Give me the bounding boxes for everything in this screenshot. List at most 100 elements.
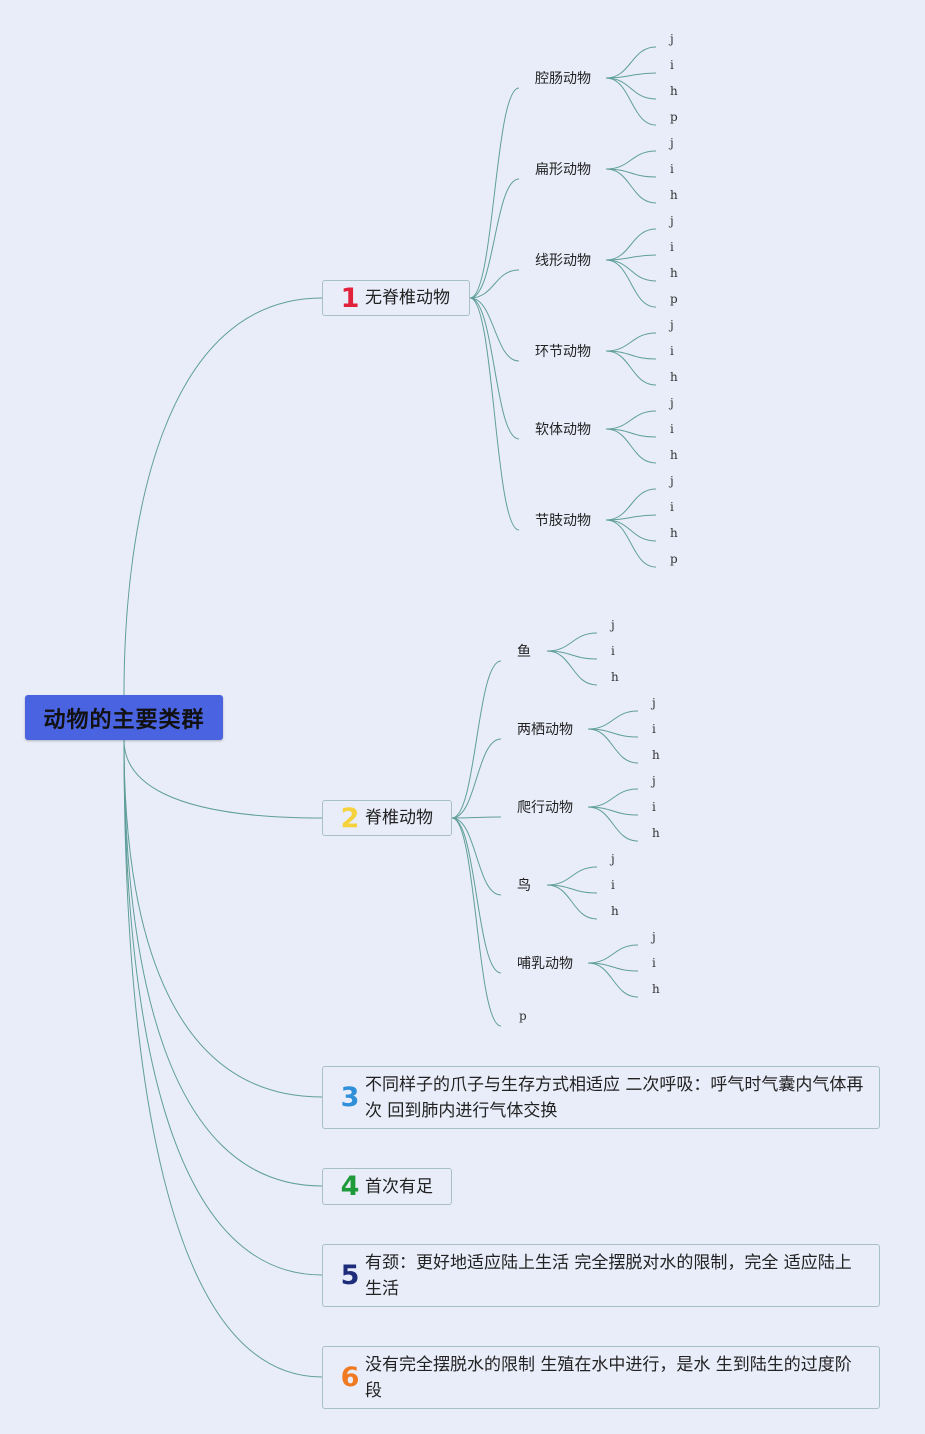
sub-topic-label[interactable]: 扁形动物 xyxy=(535,162,591,178)
sub-topic-label[interactable]: 鸟 xyxy=(517,878,531,894)
leaf-label[interactable]: h xyxy=(670,526,678,540)
link-leaf-1-1-2 xyxy=(605,72,657,79)
sub-topic-label[interactable]: 哺乳动物 xyxy=(517,956,573,972)
branch-text: 首次有足 xyxy=(365,1176,433,1197)
link-root-branch-6 xyxy=(123,739,323,1378)
link-leaf-1-1-4 xyxy=(605,77,657,126)
leaf-label[interactable]: h xyxy=(670,188,678,202)
leaf-label[interactable]: h xyxy=(652,748,660,762)
branch-note-3[interactable]: 3 不同样子的爪子与生存方式相适应 二次呼吸：呼气时气囊内气体再次 回到肺内进行… xyxy=(322,1066,880,1129)
leaf-label[interactable]: j xyxy=(670,214,674,228)
link-leaf-2-2-3 xyxy=(587,728,639,764)
branch-text: 脊椎动物 xyxy=(365,808,433,828)
leaf-label[interactable]: h xyxy=(652,826,660,840)
link-leaf-2-5-1 xyxy=(587,944,639,964)
leaf-label[interactable]: j xyxy=(670,32,674,46)
branch-note-4[interactable]: 4 首次有足 xyxy=(322,1168,452,1205)
link-sub-2-5 xyxy=(451,817,502,974)
link-sub-1-1 xyxy=(469,87,520,299)
leaf-label[interactable]: h xyxy=(611,670,619,684)
link-leaf-1-3-3 xyxy=(605,259,657,282)
branch-number-1: 1 xyxy=(340,282,360,314)
link-leaf-1-4-1 xyxy=(605,332,657,352)
leaf-label[interactable]: j xyxy=(670,396,674,410)
link-sub-2-1 xyxy=(451,660,502,819)
leaf-label[interactable]: p xyxy=(670,552,678,566)
link-sub-1-4 xyxy=(469,297,520,362)
leaf-label[interactable]: i xyxy=(611,878,615,892)
sub-topic-label[interactable]: 爬行动物 xyxy=(517,800,573,816)
link-leaf-2-4-3 xyxy=(546,884,598,920)
leaf-label[interactable]: i xyxy=(670,58,674,72)
branch-text: 有颈：更好地适应陆上生活 完全摆脱对水的限制，完全 适应陆上生活 xyxy=(365,1252,852,1299)
link-sub-2-3 xyxy=(451,816,502,819)
link-leaf-1-1-1 xyxy=(605,46,657,79)
link-leaf-1-5-1 xyxy=(605,410,657,430)
link-root-branch-3 xyxy=(123,739,323,1098)
link-leaf-1-3-1 xyxy=(605,228,657,261)
leaf-label[interactable]: i xyxy=(652,800,656,814)
branch-vertebrates[interactable]: 2 脊椎动物 xyxy=(322,800,452,836)
sub-topic-label[interactable]: 腔肠动物 xyxy=(535,71,591,87)
sub-topic-label[interactable]: 两栖动物 xyxy=(517,722,573,738)
sub-topic-label[interactable]: 线形动物 xyxy=(535,253,591,269)
leaf-label[interactable]: i xyxy=(652,722,656,736)
link-sub-1-6 xyxy=(469,297,520,531)
leaf-label[interactable]: j xyxy=(611,852,615,866)
link-leaf-1-3-4 xyxy=(605,259,657,308)
link-root-branch-5 xyxy=(123,739,323,1276)
leaf-label[interactable]: j xyxy=(670,136,674,150)
branch-note-6[interactable]: 6 没有完全摆脱水的限制 生殖在水中进行，是水 生到陆生的过度阶段 xyxy=(322,1346,880,1409)
leaf-label[interactable]: h xyxy=(670,84,678,98)
link-leaf-2-3-3 xyxy=(587,806,639,842)
leaf-label[interactable]: h xyxy=(670,370,678,384)
link-leaf-2-2-1 xyxy=(587,710,639,730)
leaf-label[interactable]: h xyxy=(670,266,678,280)
branch-invertebrates[interactable]: 1 无脊椎动物 xyxy=(322,280,470,316)
root-title: 动物的主要类群 xyxy=(43,707,205,733)
leaf-label[interactable]: i xyxy=(652,956,656,970)
leaf-label[interactable]: j xyxy=(670,474,674,488)
leaf-label[interactable]: p xyxy=(670,110,678,124)
sub-topic-label[interactable]: 节肢动物 xyxy=(535,513,591,529)
leaf-label[interactable]: i xyxy=(670,240,674,254)
link-leaf-2-1-3 xyxy=(546,650,598,686)
leaf-label[interactable]: j xyxy=(611,618,615,632)
link-leaf-2-1-1 xyxy=(546,632,598,652)
branch-number-5: 5 xyxy=(340,1260,360,1291)
branch-number-4: 4 xyxy=(340,1171,360,1202)
branch-number-3: 3 xyxy=(340,1082,360,1113)
link-leaf-1-6-3 xyxy=(605,519,657,542)
link-leaf-1-2-1 xyxy=(605,150,657,170)
leaf-label[interactable]: i xyxy=(611,644,615,658)
link-root-branch-1 xyxy=(123,297,323,696)
sub-topic-label[interactable]: 环节动物 xyxy=(535,344,591,360)
link-leaf-1-6-2 xyxy=(605,514,657,521)
branch-text: 无脊椎动物 xyxy=(365,288,450,308)
leaf-label[interactable]: h xyxy=(670,448,678,462)
branch-note-5[interactable]: 5 有颈：更好地适应陆上生活 完全摆脱对水的限制，完全 适应陆上生活 xyxy=(322,1244,880,1307)
leaf-label[interactable]: i xyxy=(670,500,674,514)
leaf-label[interactable]: p xyxy=(670,292,678,306)
leaf-label[interactable]: i xyxy=(670,162,674,176)
leaf-label[interactable]: j xyxy=(652,930,656,944)
link-sub-2-6 xyxy=(451,817,502,1027)
leaf-label[interactable]: h xyxy=(652,982,660,996)
leaf-label[interactable]: h xyxy=(611,904,619,918)
link-sub-1-3 xyxy=(469,269,520,299)
sub-topic-label[interactable]: 鱼 xyxy=(517,644,531,660)
leaf-label[interactable]: i xyxy=(670,422,674,436)
link-sub-2-2 xyxy=(451,738,502,819)
link-root-branch-2 xyxy=(123,739,323,819)
leaf-label[interactable]: j xyxy=(652,774,656,788)
leaf-label[interactable]: j xyxy=(652,696,656,710)
sub-topic-label[interactable]: 软体动物 xyxy=(535,422,591,438)
link-sub-1-5 xyxy=(469,297,520,440)
leaf-label[interactable]: i xyxy=(670,344,674,358)
leaf-label[interactable]: j xyxy=(670,318,674,332)
sub-topic-label[interactable]: p xyxy=(519,1009,527,1023)
link-leaf-1-1-3 xyxy=(605,77,657,100)
root-node[interactable]: 动物的主要类群 xyxy=(25,695,223,740)
link-leaf-2-4-1 xyxy=(546,866,598,886)
